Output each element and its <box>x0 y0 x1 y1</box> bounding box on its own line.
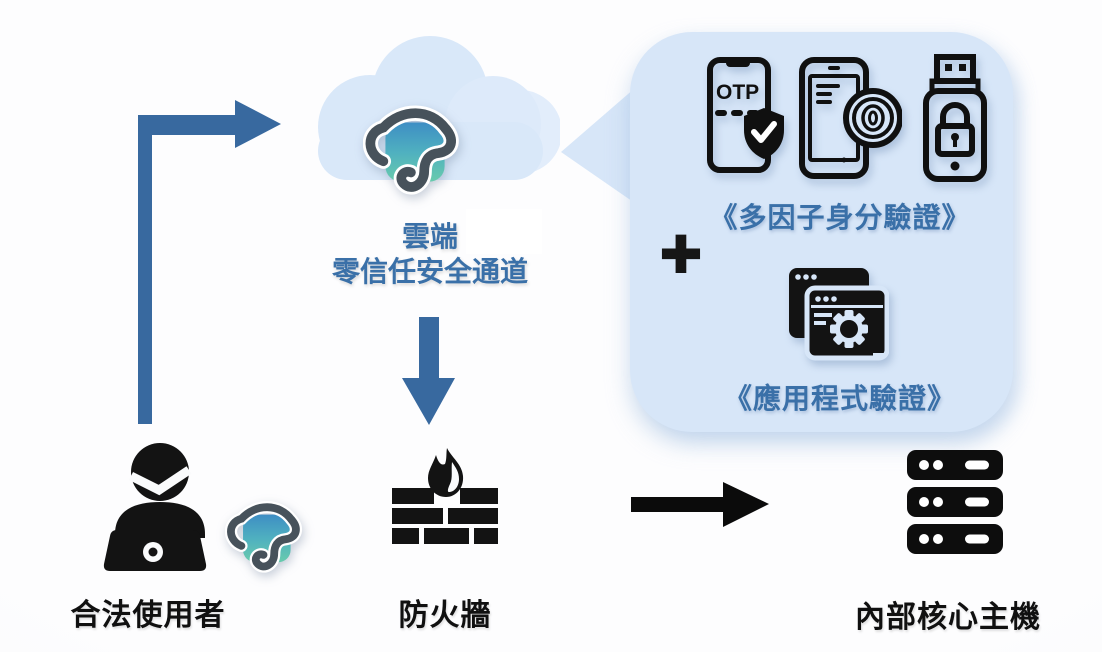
cloud-icon <box>318 36 560 180</box>
right-arrow-firewall-to-server <box>631 482 769 527</box>
mfa-label: 《多因子身分驗證》 <box>709 202 971 233</box>
gear-icon <box>830 310 868 348</box>
server-unit <box>907 524 1003 554</box>
otp-phone-shield-icon: OTP <box>707 57 784 173</box>
white-patch <box>466 209 542 254</box>
cloud-caption: 雲端 零信任安全通道 <box>280 219 580 289</box>
app-window-gear-icon <box>789 268 889 361</box>
shield-check-icon <box>744 108 784 159</box>
speech-bubble <box>630 32 1013 432</box>
plus-icon: + <box>659 214 703 292</box>
firewall-label: 防火牆 <box>398 599 492 632</box>
app-label: 《應用程式驗證》 <box>723 383 956 414</box>
server-unit <box>907 487 1003 517</box>
cloud-caption-line1: 雲端 <box>401 221 458 252</box>
cloud-brand-logo-icon <box>363 98 465 200</box>
speech-bubble-tail <box>561 82 642 208</box>
firewall-flame-icon <box>392 448 498 544</box>
server-unit <box>907 450 1003 480</box>
fingerprint-circle-icon <box>843 88 902 148</box>
elbow-arrow-user-to-cloud <box>138 100 281 424</box>
server-label: 內部核心主機 <box>855 601 1041 634</box>
usb-security-key-lock-icon <box>923 54 987 182</box>
down-arrow-cloud-to-firewall <box>402 317 455 425</box>
user-at-laptop-icon <box>103 443 207 571</box>
cloud-caption-line2: 零信任安全通道 <box>331 256 528 287</box>
fingerprint-phone-icon <box>799 57 902 179</box>
user-brand-logo-icon <box>225 495 307 577</box>
padlock-icon <box>935 102 975 157</box>
server-stack-icon <box>907 450 1003 554</box>
otp-text: OTP <box>716 81 759 104</box>
user-label: 合法使用者 <box>70 599 226 632</box>
